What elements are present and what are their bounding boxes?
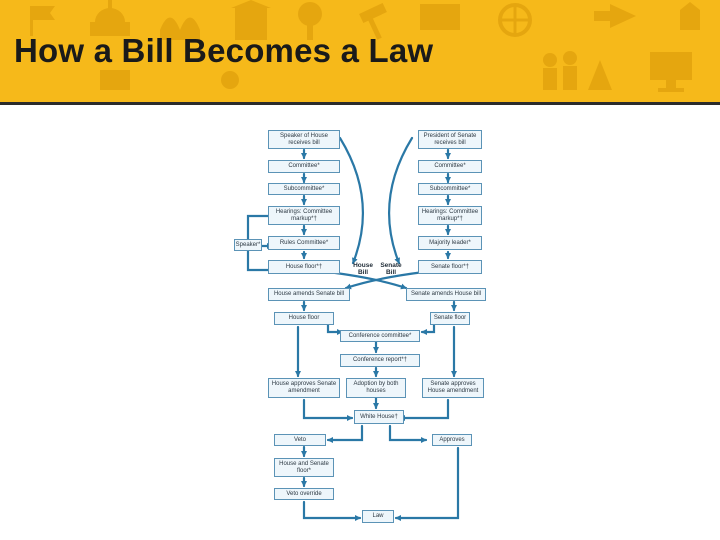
flag-icon: [30, 6, 55, 36]
law-box: Law: [362, 510, 394, 523]
adoption-box: Adoption by both houses: [346, 378, 406, 398]
senate-subcommittee-box: Subcommittee*: [418, 183, 482, 195]
arrow-house-approve-wh: [302, 398, 354, 421]
header-banner: How a Bill Becomes a Law: [0, 0, 720, 103]
house-hearings-box: Hearings: Committee markup*†: [268, 206, 340, 225]
house-bill-label: House Bill: [353, 262, 373, 276]
senate-floor2-box: Senate floor: [430, 312, 470, 325]
senate-approves-box: Senate approves House amendment: [422, 378, 484, 398]
house-approves-box: House approves Senate amendment: [268, 378, 340, 398]
house-rules-box: Rules Committee*: [268, 236, 340, 250]
house-amends-box: House amends Senate bill: [268, 288, 350, 301]
house-committee-box: Committee*: [268, 160, 340, 173]
senate-hearings-box: Hearings: Committee markup*†: [418, 206, 482, 225]
arrow-approves-law: [394, 446, 460, 521]
arrow-speaker-loop: [245, 214, 270, 247]
senate-majority-box: Majority leader*: [418, 236, 482, 250]
override-floor-box: House and Senate floor*: [274, 458, 334, 477]
bill-flowchart: Speaker of House receives bill Committee…: [228, 120, 498, 530]
gavel-icon: [359, 2, 387, 40]
speaker-box: Speaker*: [234, 239, 262, 251]
flowchart-arrows: [245, 136, 460, 521]
slide-title: How a Bill Becomes a Law: [14, 32, 434, 69]
senate-committee-box: Committee*: [418, 160, 482, 173]
capitol-icon: [90, 0, 130, 36]
house-receives-box: Speaker of House receives bill: [268, 130, 340, 149]
veto-override-box: Veto override: [274, 488, 334, 500]
veto-box: Veto: [274, 434, 326, 446]
arrow-senate-to-house: [388, 136, 414, 265]
approves-box: Approves: [432, 434, 472, 446]
header-pattern: [30, 0, 700, 92]
conference-report-box: Conference report*†: [340, 354, 420, 367]
globe-icon: [498, 3, 532, 37]
arrow-bill-cross-2: [344, 270, 426, 290]
arrow-speaker-floor: [246, 246, 270, 272]
people-icon: [543, 51, 577, 90]
senate-receives-box: President of Senate receives bill: [418, 130, 482, 149]
arrow-wh-veto: [326, 424, 364, 443]
senate-amends-box: Senate amends House bill: [406, 288, 486, 301]
arrow-icon: [594, 4, 636, 28]
white-house-box: White House†: [354, 410, 404, 424]
header-rule: [0, 102, 720, 105]
building-icon: [231, 0, 271, 40]
conference-committee-box: Conference committee*: [340, 330, 420, 342]
monitor-icon: [650, 52, 692, 92]
arrow-house-to-senate: [338, 136, 364, 265]
arrow-override-law: [302, 500, 362, 521]
tree-icon: [298, 2, 322, 40]
house-subcommittee-box: Subcommittee*: [268, 183, 340, 195]
senate-floor-box: Senate floor*†: [418, 260, 482, 274]
senate-bill-label: Senate Bill: [380, 262, 402, 276]
hands-icon: [160, 17, 200, 40]
arrow-wh-approves: [388, 424, 428, 443]
arrow-senate-approve-wh: [398, 398, 450, 421]
house-floor-box: House floor*†: [268, 260, 340, 274]
house-floor2-box: House floor: [274, 312, 334, 325]
